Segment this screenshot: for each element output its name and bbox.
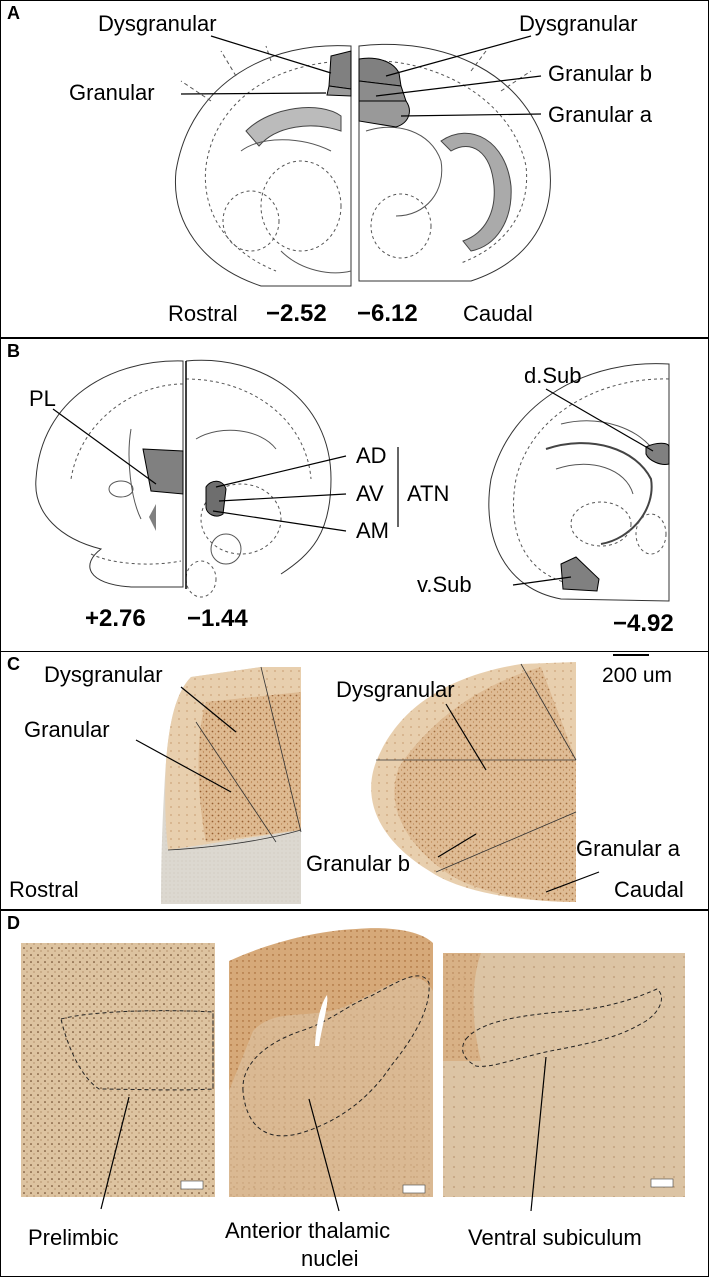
atn-micrograph — [229, 928, 433, 1212]
caudal-micrograph — [371, 662, 577, 902]
caudal-section — [358, 43, 551, 282]
label-rostral: Rostral — [168, 301, 238, 326]
label-dysgranular-right: Dysgranular — [336, 677, 455, 702]
label-dsub: d.Sub — [524, 363, 582, 388]
label-prelimbic: Prelimbic — [28, 1225, 118, 1250]
label-granular-b: Granular b — [306, 851, 410, 876]
ventral-subiculum-region — [560, 556, 600, 592]
label-rostral: Rostral — [9, 877, 79, 902]
panel-b: B PL AD — [0, 338, 709, 652]
coord-caudal: −6.12 — [357, 300, 418, 327]
caudal-granular-a-region — [358, 100, 410, 128]
panel-c-letter: C — [7, 654, 20, 674]
panel-b-atlas: PL AD AV AM ATN d.Sub v.Sub +2.76 −1.44 … — [29, 359, 674, 637]
label-dysgranular-left: Dysgranular — [98, 11, 217, 36]
coord-minus-4-92: −4.92 — [613, 610, 674, 637]
coord-minus-1-44: −1.44 — [187, 605, 248, 632]
label-atn-line2: nuclei — [301, 1246, 358, 1271]
label-granular-left: Granular — [69, 80, 155, 105]
label-vsub: v.Sub — [417, 572, 472, 597]
coord-rostral: −2.52 — [266, 300, 327, 327]
label-atn: ATN — [407, 481, 449, 506]
label-dysgranular-right: Dysgranular — [519, 11, 638, 36]
ventral-subiculum-micrograph — [443, 953, 685, 1212]
section-prelimbic — [35, 360, 184, 588]
ventricle-shading — [149, 504, 156, 531]
panel-b-leader-lines-right — [512, 388, 654, 586]
label-caudal: Caudal — [463, 301, 533, 326]
panel-a-leader-lines — [180, 35, 542, 117]
label-ad: AD — [356, 443, 387, 468]
panel-d: D — [0, 910, 709, 1277]
coord-plus-2-76: +2.76 — [85, 605, 146, 632]
label-caudal: Caudal — [614, 877, 684, 902]
label-granular-b: Granular b — [548, 61, 652, 86]
rostral-dysgranular-region — [328, 50, 352, 90]
rostral-micrograph — [161, 666, 302, 904]
prelimbic-region — [142, 448, 184, 495]
panel-d-micrographs: Prelimbic Anterior thalamic nuclei Ventr… — [21, 928, 685, 1271]
prelimbic-micrograph — [21, 943, 215, 1210]
panel-a-atlas: Dysgranular Granular Dysgranular Granula… — [69, 11, 653, 327]
panel-a-letter: A — [7, 3, 20, 23]
rostral-section — [174, 45, 352, 287]
panel-c-leader-lines — [135, 686, 600, 893]
rostral-granular-region — [326, 85, 352, 97]
label-av: AV — [356, 481, 384, 506]
label-granular-a: Granular a — [548, 102, 653, 127]
label-pl: PL — [29, 386, 56, 411]
panel-d-letter: D — [7, 913, 20, 933]
panel-b-letter: B — [7, 341, 20, 361]
caudal-dysgranular-region — [358, 57, 402, 87]
label-granular-a: Granular a — [576, 836, 681, 861]
panel-c: C — [0, 651, 709, 910]
dorsal-subiculum-region — [645, 442, 670, 465]
panel-a: A — [0, 0, 709, 338]
anterior-thalamic-region — [205, 480, 227, 517]
label-granular-left: Granular — [24, 717, 110, 742]
scalebar-label: 200 um — [602, 664, 672, 687]
label-am: AM — [356, 518, 389, 543]
label-ventral-subiculum: Ventral subiculum — [468, 1225, 642, 1250]
section-anterior-thalamic — [185, 359, 332, 598]
panel-c-micrographs: 200 um Dysgranular Granular Dysgranular … — [9, 654, 684, 904]
panel-b-leader-lines — [52, 408, 399, 532]
section-subiculum — [488, 363, 670, 602]
label-dysgranular-left: Dysgranular — [44, 662, 163, 687]
ventricle-void — [315, 995, 328, 1046]
label-atn-line1: Anterior thalamic — [225, 1218, 390, 1243]
